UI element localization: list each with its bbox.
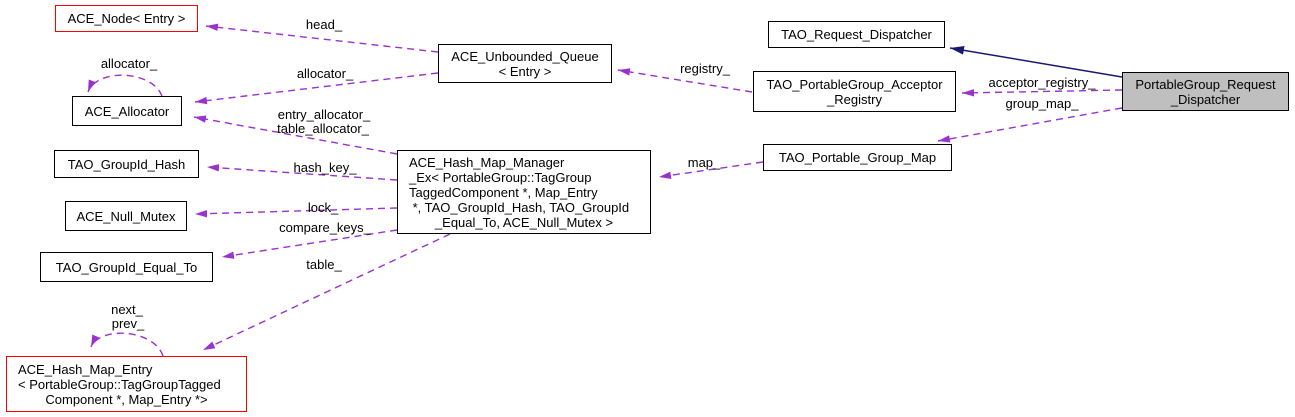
node-tao-groupid-equal-to[interactable]: TAO_GroupId_Equal_To (40, 252, 213, 282)
edge-label-head: head_ (305, 17, 343, 32)
node-ace-null-mutex[interactable]: ACE_Null_Mutex (65, 201, 187, 231)
edge-label-entry-allocator: entry_allocator_ (277, 107, 371, 122)
node-label-line: ACE_Hash_Map_Entry (18, 361, 153, 377)
node-ace-allocator[interactable]: ACE_Allocator (72, 96, 182, 126)
node-label-line: PortableGroup_Request (1135, 76, 1276, 92)
edge-compare-keys (221, 229, 398, 259)
node-ace-unbounded-queue[interactable]: ACE_Unbounded_Queue < Entry > (438, 44, 612, 83)
node-label-line: ACE_Unbounded_Queue (451, 48, 599, 64)
edge-label-hash-key: hash_key_ (293, 160, 357, 175)
node-label: ACE_Allocator (84, 103, 170, 119)
edge-label-allocator-self: allocator_ (100, 56, 158, 71)
edge-label-table-allocator: table_allocator_ (277, 121, 369, 136)
node-ace-hash-map-entry[interactable]: ACE_Hash_Map_Entry < PortableGroup::TagG… (6, 356, 247, 412)
node-ace-hash-map-manager[interactable]: ACE_Hash_Map_Manager _Ex< PortableGroup:… (397, 150, 651, 234)
node-tao-request-dispatcher[interactable]: TAO_Request_Dispatcher (768, 21, 945, 48)
node-tao-portable-group-map[interactable]: TAO_Portable_Group_Map (763, 144, 952, 171)
edge-label-compare-keys: compare_keys_ (279, 220, 371, 235)
edge-map (658, 161, 764, 179)
edge-head (205, 23, 439, 53)
node-label: TAO_GroupId_Hash (67, 156, 186, 172)
edge-label-acceptor-registry: acceptor_registry_ (988, 75, 1096, 90)
node-label-line: Component *, Map_Entry *> (45, 391, 208, 407)
edge-label-allocator: allocator_ (296, 66, 354, 81)
node-tao-groupid-hash[interactable]: TAO_GroupId_Hash (54, 150, 199, 178)
node-label: ACE_Null_Mutex (76, 208, 176, 224)
node-label: TAO_GroupId_Equal_To (55, 259, 198, 275)
node-label-line: < PortableGroup::TagGroupTagged (18, 376, 221, 392)
node-label-line: TaggedComponent *, Map_Entry (409, 184, 598, 200)
node-ace-node[interactable]: ACE_Node< Entry > (55, 5, 198, 32)
edge-lock (194, 207, 398, 218)
edge-label-map: map_ (687, 155, 721, 170)
node-portablegroup-request-dispatcher[interactable]: PortableGroup_Request _Dispatcher (1122, 72, 1289, 111)
edge-entry-table-allocator (193, 115, 398, 155)
edge-label-registry: registry_ (680, 61, 730, 76)
node-label-line: *, TAO_GroupId_Hash, TAO_GroupId (409, 199, 630, 215)
edge-table (202, 233, 451, 351)
edge-label-prev: prev_ (111, 316, 145, 331)
edge-allocator-self-loop (87, 74, 163, 97)
node-label: ACE_Node< Entry > (67, 11, 186, 26)
edge-registry (617, 68, 753, 93)
edge-label-lock: lock_ (307, 200, 339, 215)
node-label-line: ACE_Hash_Map_Manager (409, 154, 565, 170)
edge-label-next: next_ (111, 302, 143, 317)
edge-next-prev-self-loop (90, 332, 164, 357)
edge-allocator (194, 72, 439, 105)
node-label-line: _Equal_To, ACE_Null_Mutex > (434, 214, 614, 230)
edge-label-group-map: group_map_ (1005, 96, 1079, 111)
node-label-line: < Entry > (498, 63, 552, 79)
edge-inheritance (949, 45, 1123, 78)
edge-acceptor-registry (961, 89, 1123, 97)
edge-label-table: table_ (306, 257, 342, 272)
node-label-line: TAO_PortableGroup_Acceptor (766, 76, 943, 92)
edge-group-map (937, 107, 1123, 143)
node-label-line: _Dispatcher (1170, 91, 1241, 107)
node-label: TAO_Portable_Group_Map (778, 150, 937, 165)
node-label: TAO_Request_Dispatcher (781, 27, 932, 42)
node-tao-portablegroup-acceptor-registry[interactable]: TAO_PortableGroup_Acceptor _Registry (753, 71, 956, 112)
edge-hash-key (206, 164, 398, 181)
node-label-line: _Registry (827, 91, 882, 107)
node-label-line: _Ex< PortableGroup::TagGroup (409, 169, 592, 185)
